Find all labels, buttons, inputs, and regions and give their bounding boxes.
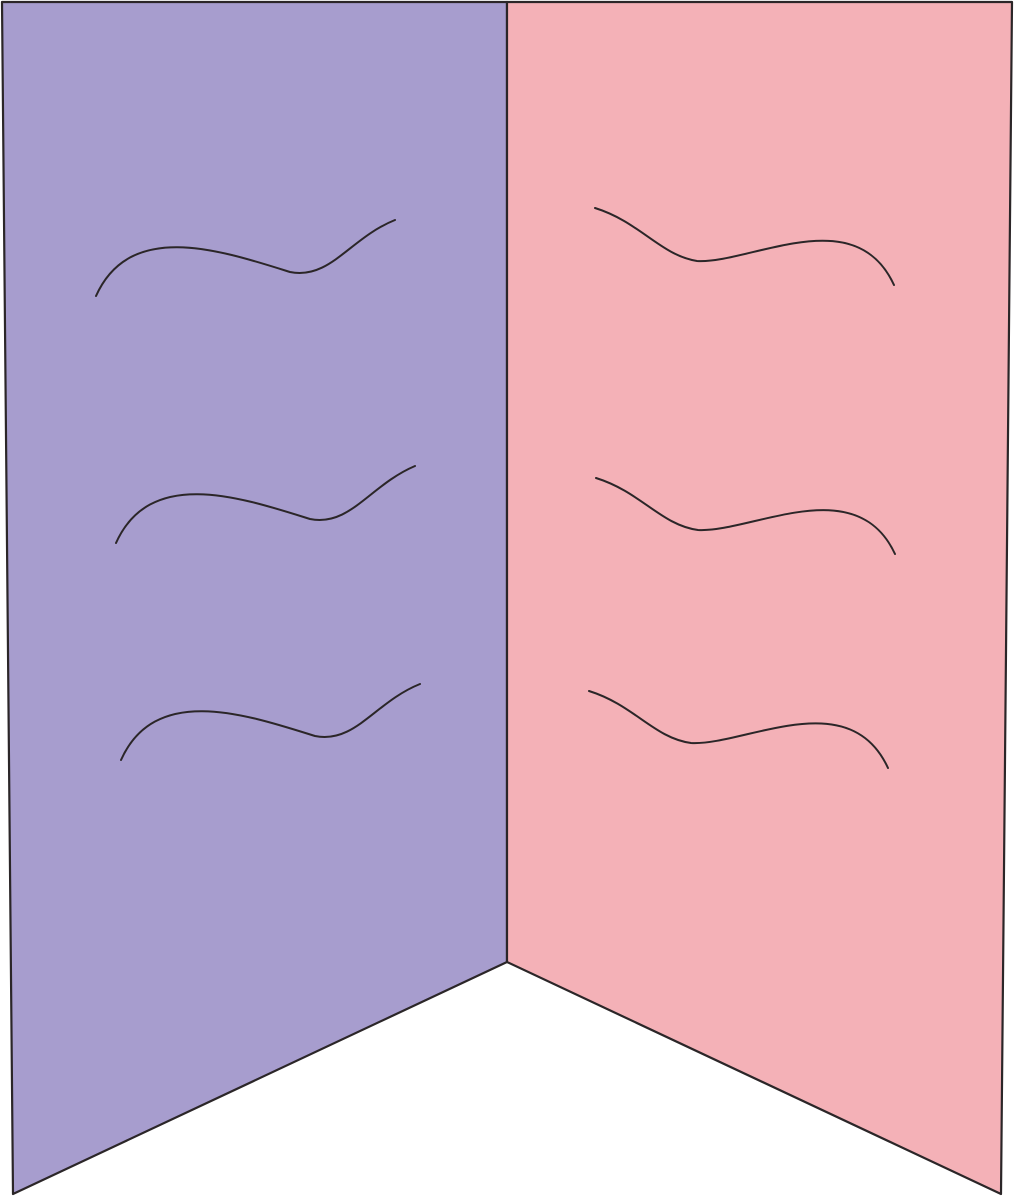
left-panel-wave-line xyxy=(95,219,396,297)
left-banner-panel xyxy=(0,0,509,1196)
left-panel-wave-line xyxy=(120,683,421,761)
right-panel-wave-line xyxy=(594,207,895,286)
right-banner-panel xyxy=(505,0,1014,1196)
right-panel-wave-line xyxy=(588,690,889,769)
right-panel-wave-line xyxy=(595,477,896,555)
left-panel-wave-line xyxy=(115,465,416,544)
